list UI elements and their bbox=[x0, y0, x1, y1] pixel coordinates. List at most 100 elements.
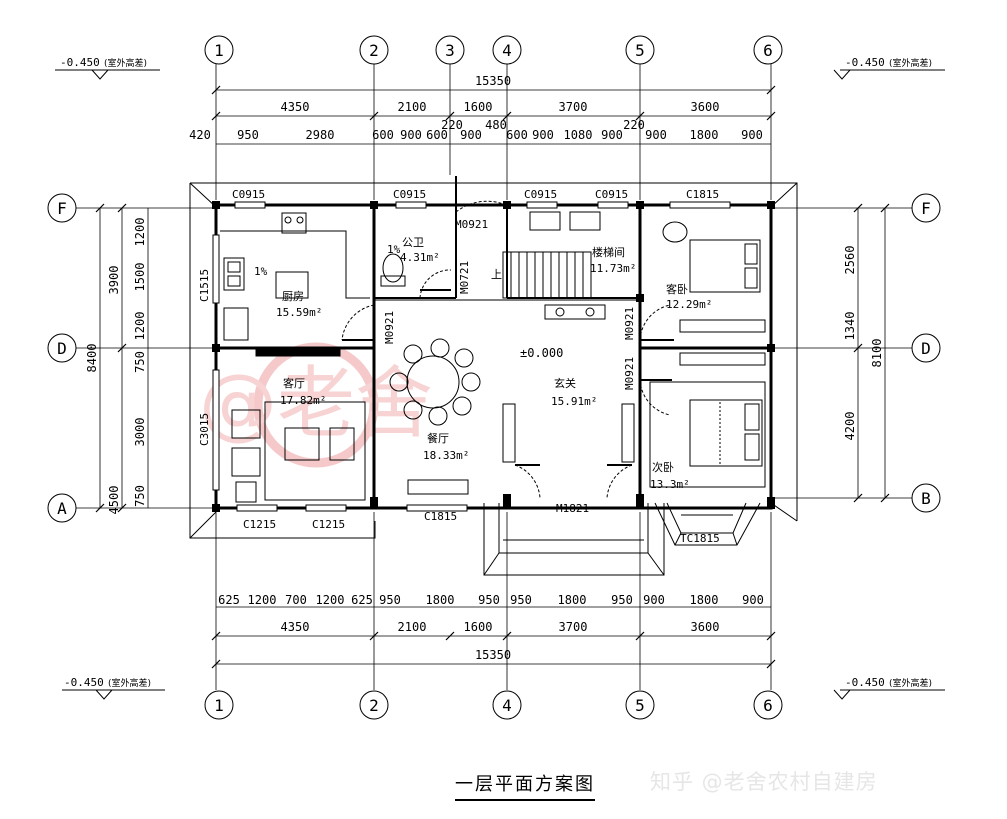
room-name-foyer: 玄关 bbox=[554, 376, 576, 390]
dim-bottom-detail: 1800 bbox=[558, 593, 587, 607]
axis-label-5-top: 5 bbox=[635, 41, 645, 60]
axis-label-4-bottom: 4 bbox=[502, 696, 512, 715]
dim-top-detail: 950 bbox=[237, 128, 259, 142]
dim-bottom-bay: 1600 bbox=[464, 620, 493, 634]
dim-bottom-detail: 625 bbox=[351, 593, 373, 607]
level-note: (室外高差) bbox=[104, 57, 147, 69]
door-label: M0921 bbox=[623, 307, 636, 340]
dim-bottom-detail: 1800 bbox=[690, 593, 719, 607]
window-label: C1515 bbox=[198, 269, 211, 302]
room-labels: 厨房 15.59m² 公卫 4.31m² 楼梯间 11.73m² 客卧 12.2… bbox=[276, 236, 712, 491]
window-label: C1815 bbox=[424, 510, 457, 523]
room-name-guest-bedroom: 客卧 bbox=[666, 282, 688, 296]
dim-top-detail: 600 bbox=[426, 128, 448, 142]
slope-note: 1% bbox=[387, 243, 401, 256]
axis-label-2-bottom: 2 bbox=[369, 696, 379, 715]
dim-bottom-detail: 950 bbox=[478, 593, 500, 607]
dim-left-detail: 3000 bbox=[133, 418, 147, 447]
bottom-dimensions: 625 1200 700 1200 625 950 1800 950 950 1… bbox=[218, 593, 764, 662]
grid-lines bbox=[76, 64, 912, 690]
level-value: -0.450 bbox=[845, 56, 885, 69]
dim-right-detail: 4200 bbox=[843, 412, 857, 441]
staircase bbox=[502, 251, 592, 299]
window-label: C1215 bbox=[243, 518, 276, 531]
room-name-kitchen: 厨房 bbox=[282, 290, 304, 303]
window-label: C0915 bbox=[393, 188, 426, 201]
door-label: M0921 bbox=[455, 218, 488, 231]
dim-bottom-detail: 950 bbox=[379, 593, 401, 607]
dim-right-detail: 2560 bbox=[843, 246, 857, 275]
dim-left-detail: 1200 bbox=[133, 312, 147, 341]
room-area-foyer: 15.91m² bbox=[551, 395, 597, 408]
dim-bottom-detail: 950 bbox=[611, 593, 633, 607]
door-label: M0921 bbox=[623, 357, 636, 390]
window-label: C0915 bbox=[232, 188, 265, 201]
axis-label-B-right: B bbox=[921, 489, 931, 508]
axis-label-F-right: F bbox=[921, 199, 931, 218]
axis-label-6-bottom: 6 bbox=[763, 696, 773, 715]
eaves-outline bbox=[189, 182, 798, 576]
door-label: M1821 bbox=[556, 502, 589, 515]
level-note: (室外高差) bbox=[108, 677, 151, 689]
dim-top-detail: 900 bbox=[741, 128, 763, 142]
axis-label-D-left: D bbox=[57, 339, 67, 358]
dim-top-bay: 1600 bbox=[464, 100, 493, 114]
level-value: -0.450 bbox=[845, 676, 885, 689]
level-value: -0.450 bbox=[60, 56, 100, 69]
room-name-living: 客厅 bbox=[283, 376, 305, 390]
dim-top-bay: 3700 bbox=[559, 100, 588, 114]
room-area-second-bedroom: 13.3m² bbox=[650, 478, 690, 491]
opening-labels: C0915 C0915 C0915 C0915 C1815 M0921 C181… bbox=[198, 188, 720, 545]
dim-bottom-bay: 2100 bbox=[398, 620, 427, 634]
drawing-title: 一层平面方案图 bbox=[455, 770, 595, 801]
axis-label-4-top: 4 bbox=[502, 41, 512, 60]
bay-window-label: TC1815 bbox=[680, 532, 720, 545]
dim-bottom-detail: 950 bbox=[510, 593, 532, 607]
dim-bottom-detail: 1800 bbox=[426, 593, 455, 607]
room-name-dining: 餐厅 bbox=[427, 431, 449, 445]
room-name-second-bedroom: 次卧 bbox=[652, 460, 674, 474]
level-value: -0.450 bbox=[64, 676, 104, 689]
credit-watermark: 知乎 @老舍农村自建房 bbox=[650, 770, 878, 794]
window-label: C0915 bbox=[595, 188, 628, 201]
axis-label-2-top: 2 bbox=[369, 41, 379, 60]
level-marks bbox=[55, 69, 945, 700]
furniture bbox=[220, 211, 766, 503]
dim-bottom-total: 15350 bbox=[475, 648, 511, 662]
dim-bottom-detail: 625 bbox=[218, 593, 240, 607]
slope-note: 1% bbox=[254, 265, 268, 278]
dim-bottom-bay: 3700 bbox=[559, 620, 588, 634]
dim-top-detail: 900 bbox=[645, 128, 667, 142]
room-area-bathroom: 4.31m² bbox=[400, 251, 440, 264]
dim-left-total: 8400 bbox=[85, 344, 99, 373]
dim-top-detail: 600 bbox=[372, 128, 394, 142]
window-label: C0915 bbox=[524, 188, 557, 201]
axis-label-5-bottom: 5 bbox=[635, 696, 645, 715]
axis-label-3-top: 3 bbox=[445, 41, 455, 60]
dim-right-detail: 1340 bbox=[843, 312, 857, 341]
windows bbox=[212, 201, 731, 512]
axis-label-F-left: F bbox=[57, 199, 67, 218]
axis-label-1-bottom: 1 bbox=[214, 696, 224, 715]
dim-top-detail: 600 bbox=[506, 128, 528, 142]
window-label: C1815 bbox=[686, 188, 719, 201]
room-name-bathroom: 公卫 bbox=[402, 236, 424, 249]
dim-top-detail: 900 bbox=[400, 128, 422, 142]
stair-up-arrow: 上 bbox=[491, 268, 502, 281]
dim-bottom-detail: 900 bbox=[742, 593, 764, 607]
dim-bottom-bay: 3600 bbox=[691, 620, 720, 634]
axis-label-A-left: A bbox=[57, 499, 67, 518]
dim-top-detail: 2980 bbox=[306, 128, 335, 142]
dim-top-detail: 220 bbox=[441, 118, 463, 132]
axis-label-1-top: 1 bbox=[214, 41, 224, 60]
axis-label-D-right: D bbox=[921, 339, 931, 358]
dim-top-detail: 420 bbox=[189, 128, 211, 142]
dim-top-detail: 900 bbox=[460, 128, 482, 142]
dim-left-detail: 1200 bbox=[133, 218, 147, 247]
dim-bottom-bay: 4350 bbox=[281, 620, 310, 634]
dim-bottom-detail: 1200 bbox=[316, 593, 345, 607]
room-area-guest-bedroom: 12.29m² bbox=[666, 298, 712, 311]
dim-left-sub: 3900 bbox=[107, 266, 121, 295]
dim-bottom-detail: 900 bbox=[643, 593, 665, 607]
